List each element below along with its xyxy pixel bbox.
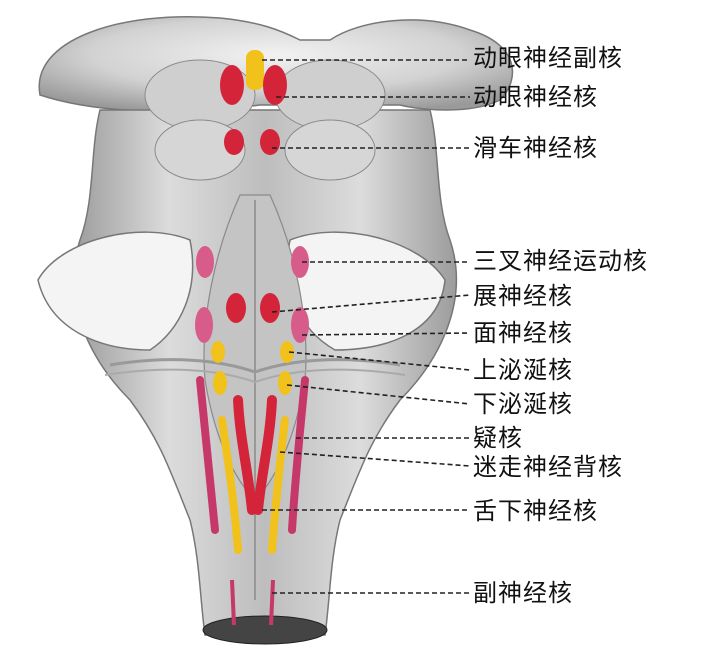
oculomotor-accessory-nucleus [246,50,264,90]
spinal-cord-section [202,615,328,645]
trochlear-nucleus-left [224,129,244,155]
label-superior-salivatory: 上泌涎核 [473,356,573,384]
leader-abducens [271,294,471,313]
nucleus-ambiguus-right [288,376,309,534]
inferior-salivatory-nucleus-left [213,371,227,395]
oculomotor-nucleus-left [220,65,244,105]
label-abducens: 展神经核 [473,282,573,310]
dorsal-vagal-nucleus-left [218,416,242,554]
inferior-salivatory-nucleus-right [278,371,292,395]
right-inferior-colliculus [284,119,376,181]
hypoglossal-nucleus-right [253,395,277,515]
trigeminal-motor-nucleus-left [196,246,214,278]
label-accessory: 副神经核 [473,579,573,607]
leader-inferior-salivatory [286,384,471,405]
striae-medullares-2 [104,368,406,384]
superior-salivatory-nucleus-right [280,341,294,363]
nucleus-ambiguus-left [196,376,219,534]
striae-medullares [109,358,401,374]
label-oculomotor: 动眼神经核 [473,83,598,111]
label-hypoglossal: 舌下神经核 [473,497,598,525]
accessory-nucleus-right [269,579,275,626]
leader-lines [262,59,471,594]
trigeminal-motor-nucleus-right [291,246,309,278]
abducens-nucleus-right [260,293,280,323]
label-inferior-salivatory: 下泌涎核 [473,390,573,418]
label-vagus-dorsal: 迷走神经背核 [473,453,623,481]
left-cerebellar-peduncle [37,231,194,351]
dorsal-vagal-nucleus-right [268,416,289,554]
label-trigeminal-motor: 三叉神经运动核 [473,247,648,275]
label-oculomotor-accessory: 动眼神经副核 [473,44,623,72]
abducens-nucleus-left [226,293,246,323]
facial-nucleus-right [291,307,309,343]
left-inferior-colliculus [154,119,246,181]
label-trochlear: 滑车神经核 [473,134,598,162]
accessory-nucleus-left [230,579,236,626]
oculomotor-nucleus-right [263,65,287,105]
leader-superior-salivatory [288,351,471,371]
label-facial: 面神经核 [473,319,573,347]
hypoglossal-nucleus-left [233,395,257,515]
facial-nucleus-left [195,307,213,343]
label-ambiguus: 疑核 [473,424,523,452]
trochlear-nucleus-right [260,129,280,155]
leader-facial [301,332,471,336]
superior-salivatory-nucleus-left [211,341,225,363]
